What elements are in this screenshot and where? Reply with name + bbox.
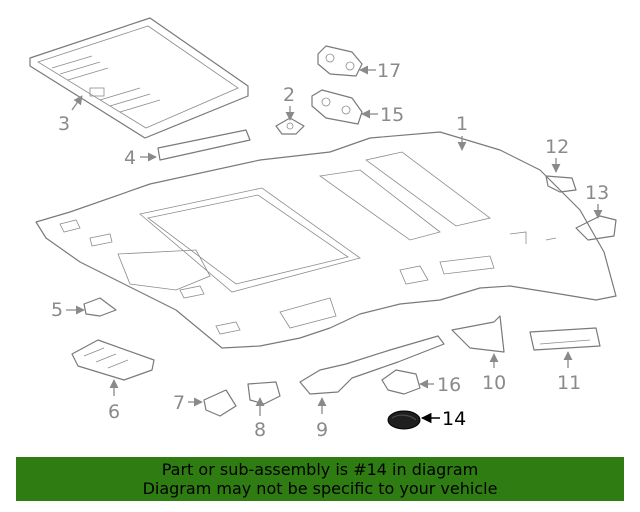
part-6-pad xyxy=(71,339,155,381)
callout-12: 12 xyxy=(545,136,569,158)
callout-15: 15 xyxy=(380,104,404,126)
part-5-clip xyxy=(83,297,117,317)
part-8-bracket xyxy=(247,381,281,405)
callout-7: 7 xyxy=(173,392,185,414)
callout-3: 3 xyxy=(58,113,70,135)
part-15-bracket xyxy=(311,89,363,125)
part-11-grille xyxy=(529,327,601,351)
callout-16: 16 xyxy=(437,374,461,396)
part-13-bracket xyxy=(575,215,617,241)
part-7-clip xyxy=(203,389,237,417)
callout-1: 1 xyxy=(456,113,468,135)
callout-14[interactable]: 14 xyxy=(442,408,466,430)
callout-8: 8 xyxy=(254,419,266,441)
part-4-trim-strip xyxy=(157,129,251,161)
headliner-exploded-diagram: 1 2 3 4 5 6 7 8 9 10 11 12 13 14 15 16 1… xyxy=(29,17,617,441)
callout-5: 5 xyxy=(51,299,63,321)
callout-9: 9 xyxy=(316,419,328,441)
part-9-trim-rail xyxy=(299,335,445,395)
callout-10: 10 xyxy=(482,372,506,394)
part-12-clip xyxy=(545,175,577,193)
part-3-sunshade-panel xyxy=(29,17,249,139)
part-2-clip xyxy=(275,117,305,135)
part-10-panel xyxy=(451,315,505,353)
callout-17: 17 xyxy=(377,60,401,82)
part-16-trim-ring xyxy=(381,369,421,395)
part-14-highlighted xyxy=(387,410,421,430)
leader-3 xyxy=(71,95,83,111)
callout-13: 13 xyxy=(585,182,609,204)
banner-line-disclaimer: Diagram may not be specific to your vehi… xyxy=(142,479,498,498)
callout-2: 2 xyxy=(283,84,295,106)
callout-4: 4 xyxy=(124,147,136,169)
callout-6: 6 xyxy=(108,401,120,423)
info-banner: Part or sub-assembly is #14 in diagram D… xyxy=(16,457,624,501)
part-1-headliner xyxy=(35,131,617,349)
banner-line-part: Part or sub-assembly is #14 in diagram xyxy=(161,460,479,479)
callout-11: 11 xyxy=(557,372,581,394)
part-17-bracket xyxy=(317,45,363,77)
